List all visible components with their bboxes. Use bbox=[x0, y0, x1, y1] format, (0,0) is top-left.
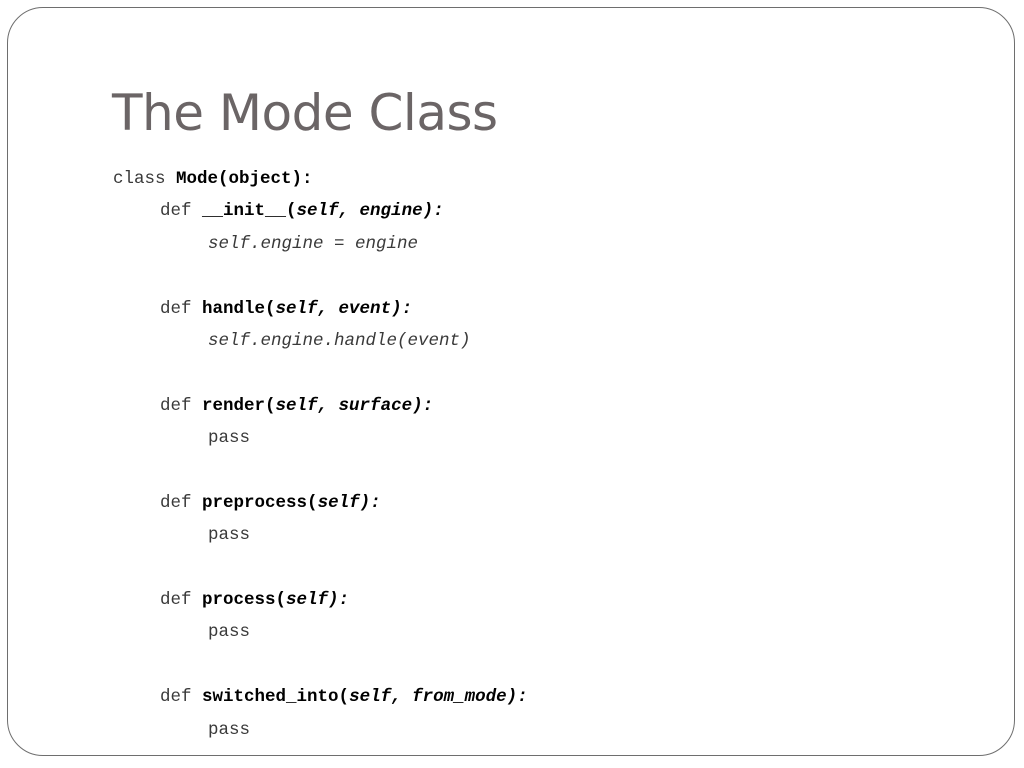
method-name: process( bbox=[202, 590, 287, 611]
method-name: __init__( bbox=[202, 201, 297, 222]
def-keyword: def bbox=[160, 492, 192, 513]
method-signature-line: def switched_into(self, from_mode): bbox=[113, 681, 528, 713]
method-signature-line: def preprocess(self): bbox=[113, 487, 528, 519]
method-body: pass bbox=[208, 622, 251, 643]
method-params: self): bbox=[317, 492, 381, 513]
method-body: self.engine.handle(event) bbox=[208, 330, 471, 351]
code-block: class Mode(object): def __init__(self, e… bbox=[113, 163, 528, 746]
method-name: render( bbox=[202, 395, 276, 416]
blank-line bbox=[113, 357, 528, 389]
method-body-line: pass bbox=[113, 422, 528, 454]
method-name: handle( bbox=[202, 298, 276, 319]
class-definition-line: class Mode(object): bbox=[113, 163, 528, 195]
def-keyword: def bbox=[160, 590, 192, 611]
method-params: self, engine): bbox=[296, 201, 444, 222]
method-signature-line: def __init__(self, engine): bbox=[113, 195, 528, 227]
class-keyword: class bbox=[113, 169, 166, 189]
def-keyword: def bbox=[160, 298, 192, 319]
method-body-line: pass bbox=[113, 714, 528, 746]
method-body: pass bbox=[208, 428, 251, 449]
blank-line bbox=[113, 260, 528, 292]
method-name: switched_into( bbox=[202, 687, 350, 708]
def-keyword: def bbox=[160, 395, 192, 416]
slide-title: The Mode Class bbox=[112, 84, 498, 142]
method-body-line: pass bbox=[113, 519, 528, 551]
method-body: pass bbox=[208, 525, 251, 546]
def-keyword: def bbox=[160, 201, 192, 222]
blank-line bbox=[113, 649, 528, 681]
slide-frame bbox=[7, 7, 1015, 756]
method-params: self, from_mode): bbox=[349, 687, 528, 708]
method-body-line: pass bbox=[113, 616, 528, 648]
class-name: Mode(object): bbox=[176, 169, 313, 189]
method-signature-line: def render(self, surface): bbox=[113, 390, 528, 422]
method-params: self, surface): bbox=[275, 395, 434, 416]
method-params: self, event): bbox=[275, 298, 413, 319]
method-body-line: self.engine.handle(event) bbox=[113, 325, 528, 357]
method-signature-line: def handle(self, event): bbox=[113, 293, 528, 325]
method-body-line: self.engine = engine bbox=[113, 228, 528, 260]
def-keyword: def bbox=[160, 687, 192, 708]
method-signature-line: def process(self): bbox=[113, 584, 528, 616]
method-body: self.engine = engine bbox=[208, 233, 419, 254]
blank-line bbox=[113, 552, 528, 584]
method-params: self): bbox=[286, 590, 350, 611]
method-body: pass bbox=[208, 719, 251, 740]
blank-line bbox=[113, 455, 528, 487]
method-name: preprocess( bbox=[202, 492, 318, 513]
